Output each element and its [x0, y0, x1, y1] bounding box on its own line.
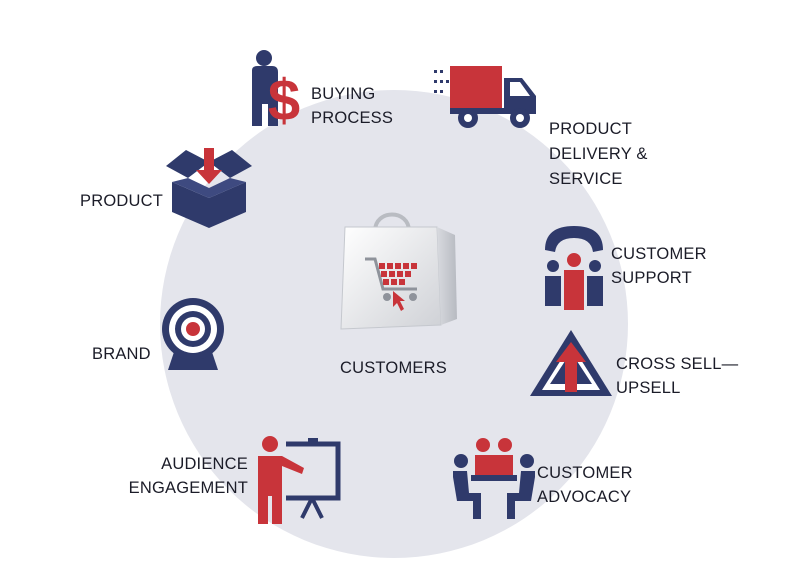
shopping-bag-cart-icon	[335, 205, 463, 337]
presenter-board-icon	[256, 434, 342, 524]
svg-text:$: $	[268, 68, 300, 130]
target-icon	[160, 296, 226, 370]
support-phone-icon	[541, 222, 607, 310]
node-label-customer-advocacy: CUSTOMER ADVOCACY	[537, 464, 633, 506]
node-label-audience-engagement: AUDIENCE ENGAGEMENT	[128, 455, 248, 497]
center-label: CUSTOMERS	[340, 359, 447, 377]
open-box-icon	[166, 148, 252, 228]
delivery-truck-icon	[434, 60, 542, 130]
people-meeting-icon	[453, 437, 535, 519]
node-label-brand: BRAND	[92, 345, 151, 363]
node-label-buying-process: BUYING PROCESS	[311, 85, 394, 127]
node-label-product: PRODUCT	[80, 192, 163, 210]
pyramid-arrow-icon	[530, 330, 612, 398]
node-label-product-delivery: PRODUCT DELIVERY & SERVICE	[549, 120, 648, 188]
buyer-dollar-icon: $	[246, 48, 306, 130]
node-label-customer-support: CUSTOMER SUPPORT	[611, 245, 707, 287]
node-label-cross-sell: CROSS SELL— UPSELL	[616, 355, 739, 397]
